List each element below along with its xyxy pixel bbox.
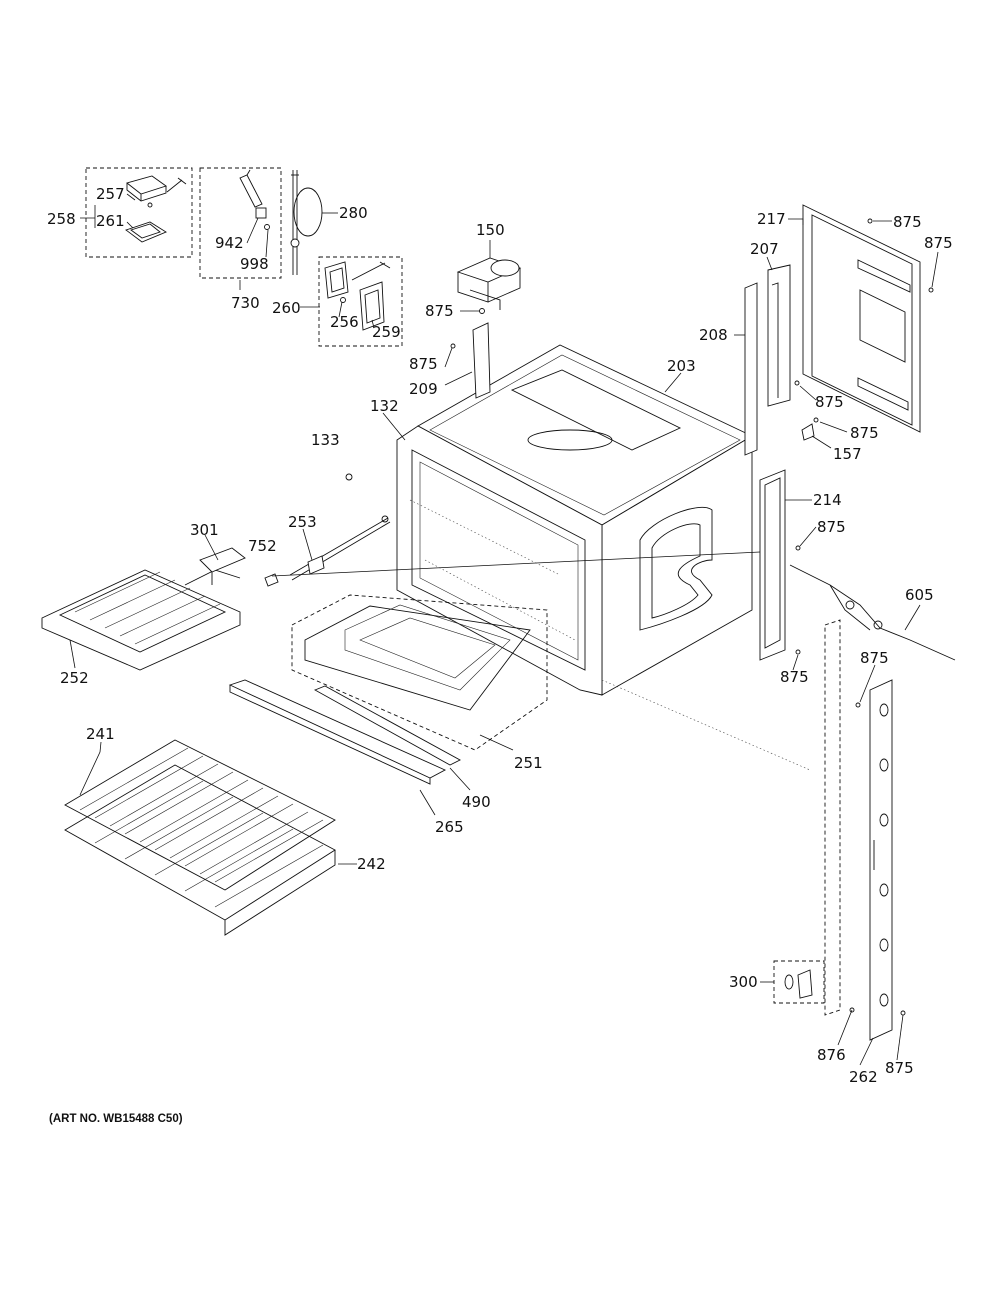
label-253: 253 xyxy=(288,513,317,531)
fasteners xyxy=(345,218,906,1016)
label-490: 490 xyxy=(462,793,491,811)
bracket-214 xyxy=(759,469,786,661)
label-752: 752 xyxy=(248,537,277,555)
rear-panel-217 xyxy=(802,204,934,433)
label-157: 157 xyxy=(833,445,862,463)
rail-262 xyxy=(824,619,893,1041)
label-133: 133 xyxy=(311,431,340,449)
label-259: 259 xyxy=(372,323,401,341)
screw-752 xyxy=(264,573,279,587)
bracket-301 xyxy=(199,547,246,585)
label-252: 252 xyxy=(60,669,89,687)
rack-241 xyxy=(64,739,336,891)
sensor-253 xyxy=(289,515,391,581)
label-998: 998 xyxy=(240,255,269,273)
kit-box-260 xyxy=(318,256,403,347)
trim-265 xyxy=(228,679,447,785)
label-258: 258 xyxy=(47,210,76,228)
label-203: 203 xyxy=(667,357,696,375)
label-301: 301 xyxy=(190,521,219,539)
harness-605 xyxy=(789,564,956,661)
label-875-rail: 875 xyxy=(860,649,889,667)
label-942: 942 xyxy=(215,234,244,252)
trim-490 xyxy=(313,685,461,766)
probe-280 xyxy=(290,170,323,275)
label-875-bottom-bracket: 875 xyxy=(780,668,809,686)
label-209: 209 xyxy=(409,380,438,398)
label-875-panel2: 875 xyxy=(850,424,879,442)
label-214: 214 xyxy=(813,491,842,509)
label-251: 251 xyxy=(514,754,543,772)
label-730: 730 xyxy=(231,294,260,312)
label-217: 217 xyxy=(757,210,786,228)
motor-150 xyxy=(456,257,522,314)
label-207: 207 xyxy=(750,240,779,258)
broil-element-252 xyxy=(41,569,241,671)
label-300: 300 xyxy=(729,973,758,991)
label-875-top: 875 xyxy=(893,213,922,231)
label-261: 261 xyxy=(96,212,125,230)
label-875-motor: 875 xyxy=(425,302,454,320)
label-150: 150 xyxy=(476,221,505,239)
label-875-mid: 875 xyxy=(817,518,846,536)
label-875-panel: 875 xyxy=(815,393,844,411)
label-875-foot: 875 xyxy=(885,1059,914,1077)
label-875-bracket: 875 xyxy=(409,355,438,373)
label-280: 280 xyxy=(339,204,368,222)
label-256: 256 xyxy=(330,313,359,331)
label-241: 241 xyxy=(86,725,115,743)
kit-box-300 xyxy=(773,960,825,1004)
rack-242 xyxy=(64,764,336,936)
bake-element-251 xyxy=(291,594,548,751)
label-875-right: 875 xyxy=(924,234,953,252)
label-208: 208 xyxy=(699,326,728,344)
art-number: (ART NO. WB15488 C50) xyxy=(49,1113,183,1125)
part-labels: 258 257 261 942 998 730 280 260 256 259 … xyxy=(47,185,953,1086)
label-262: 262 xyxy=(849,1068,878,1086)
label-242: 242 xyxy=(357,855,386,873)
label-132: 132 xyxy=(370,397,399,415)
strip-207 xyxy=(767,264,791,407)
oven-cavity xyxy=(396,282,811,771)
kit-box-730 xyxy=(199,167,282,279)
leader-lines xyxy=(69,193,939,1066)
label-257: 257 xyxy=(96,185,125,203)
label-876: 876 xyxy=(817,1046,846,1064)
kit-box-258 xyxy=(85,167,193,258)
label-260: 260 xyxy=(272,299,301,317)
label-265: 265 xyxy=(435,818,464,836)
label-605: 605 xyxy=(905,586,934,604)
